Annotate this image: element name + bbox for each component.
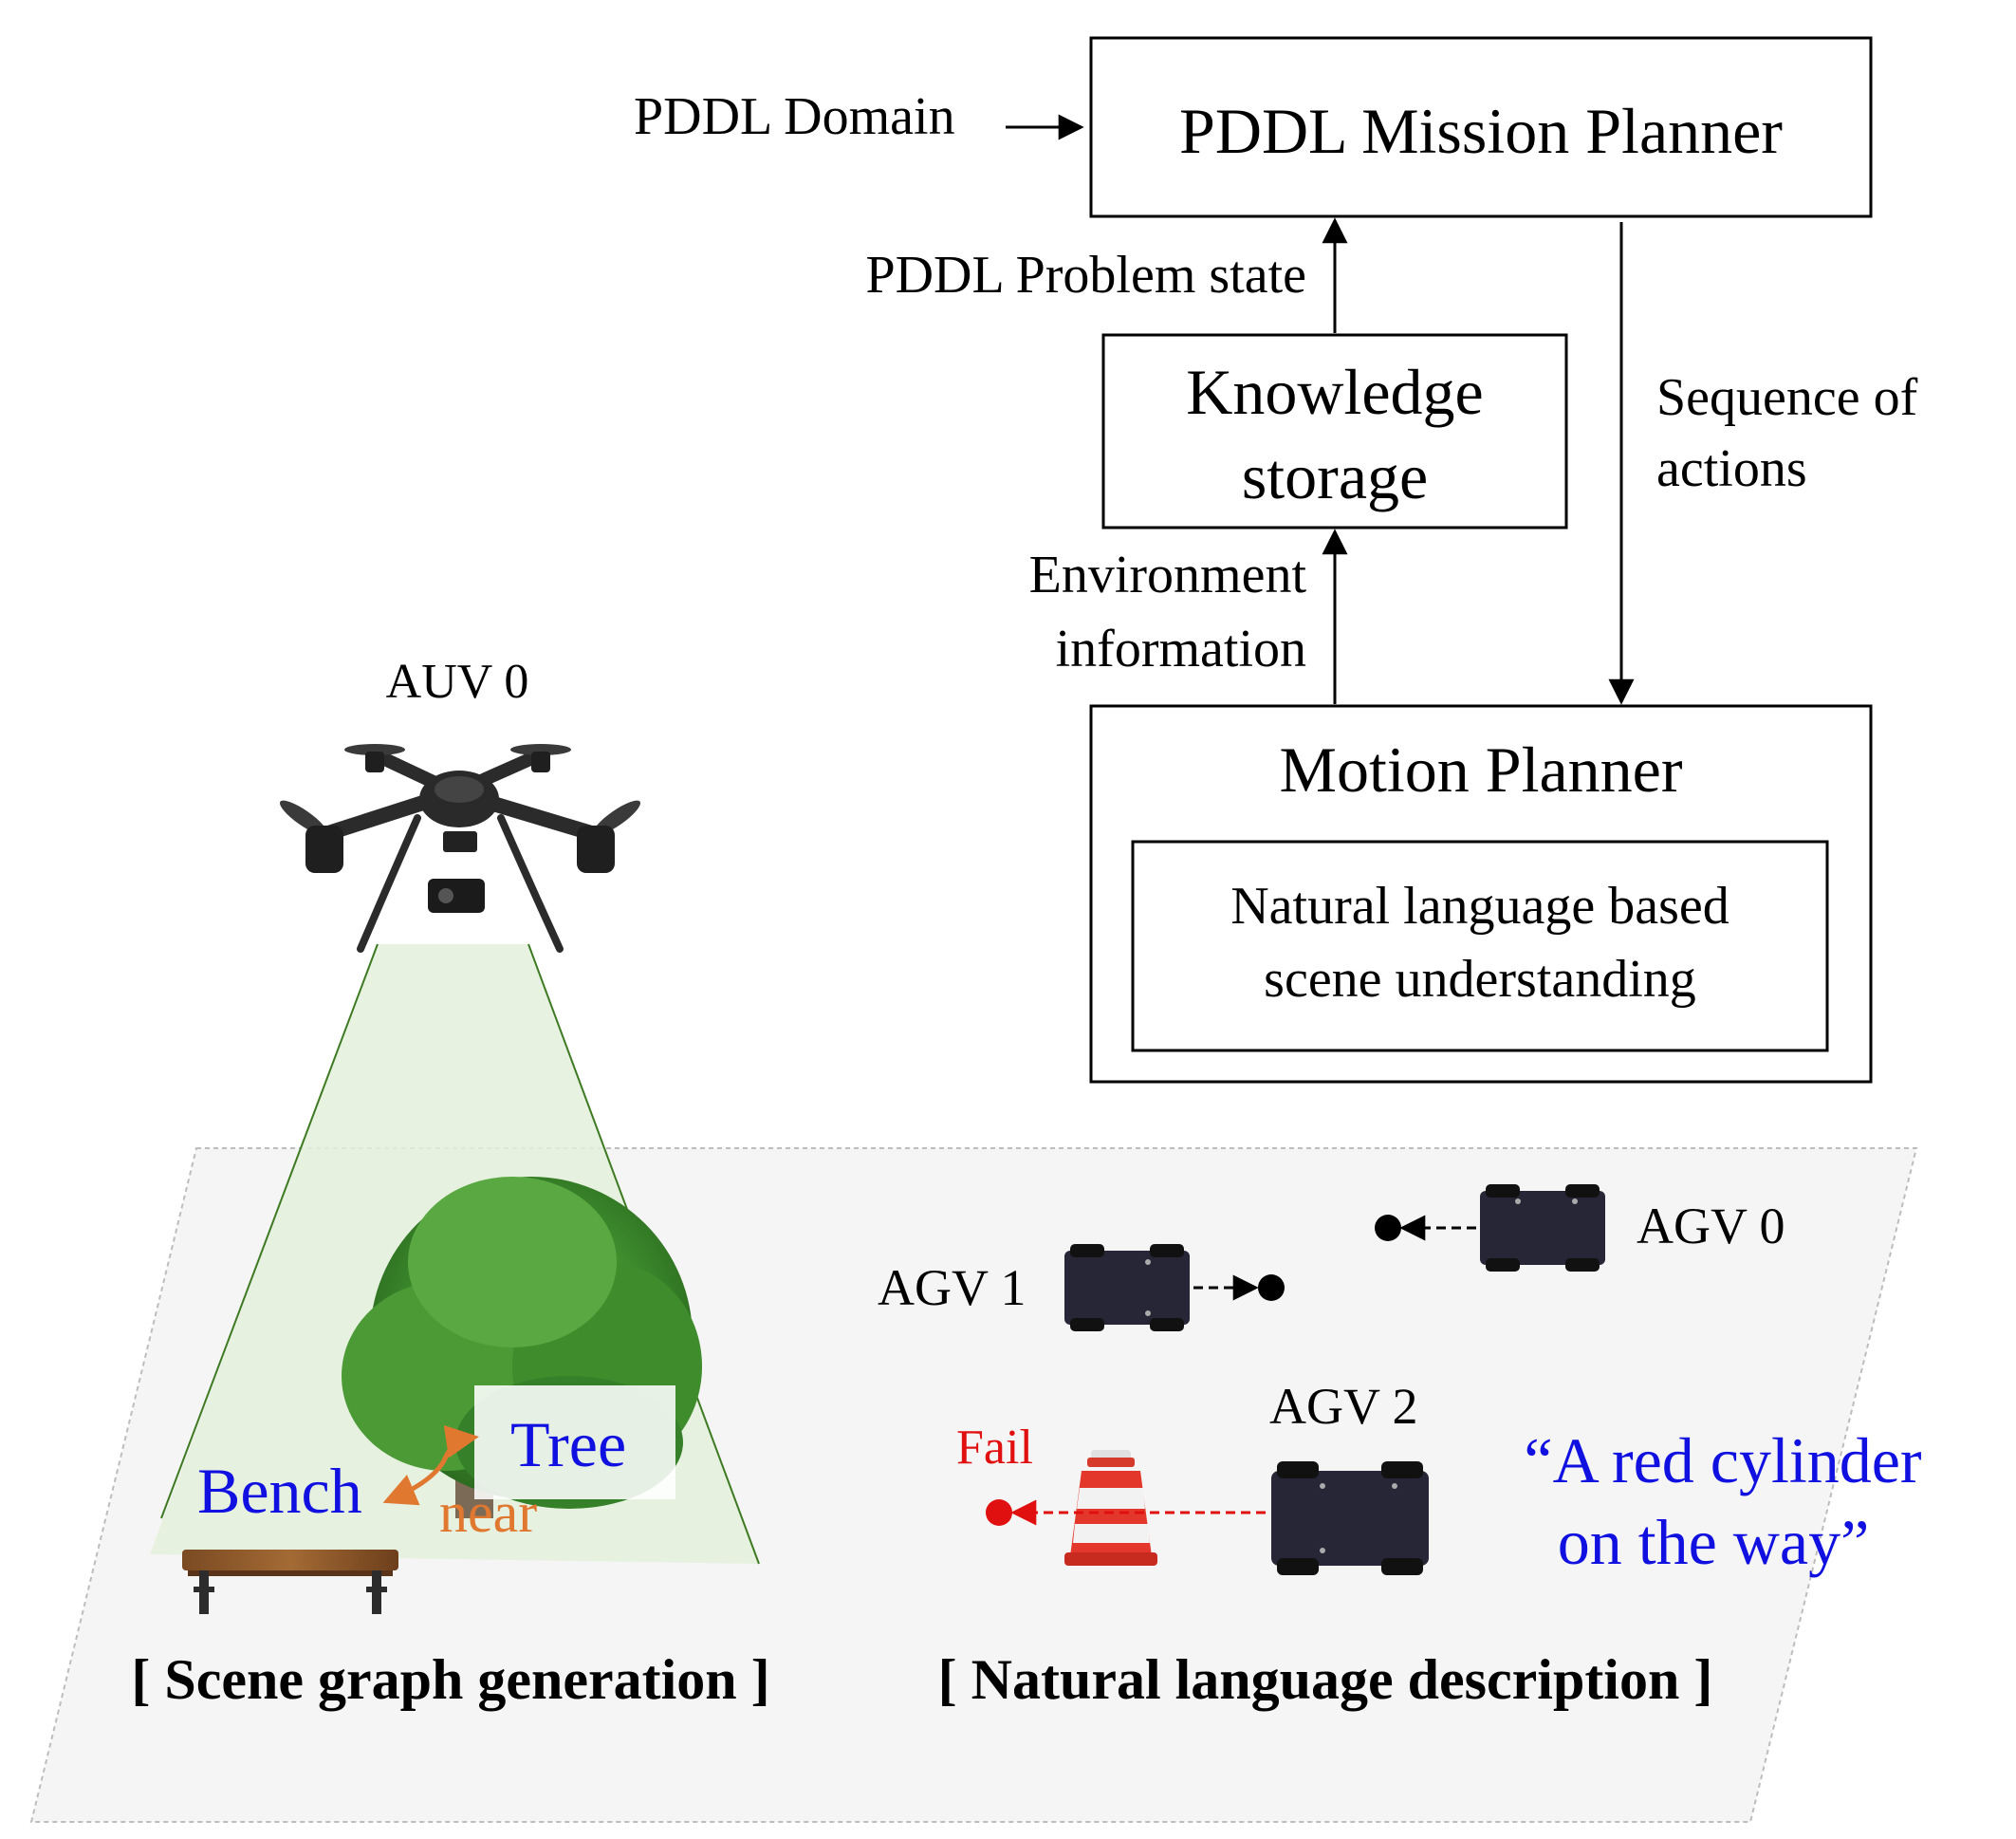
scene-understanding-line1: Natural language based <box>1230 877 1729 936</box>
agv0-goal-dot <box>1375 1215 1401 1241</box>
agv2-fail-dot <box>986 1499 1012 1526</box>
environment-info-line2: information <box>1056 620 1306 678</box>
bench-icon <box>182 1550 398 1614</box>
mission-planner-box <box>1089 36 1873 218</box>
agv0-label: AGV 0 <box>1637 1198 1785 1254</box>
problem-state-label: PDDL Problem state <box>865 246 1306 305</box>
agv1-goal-dot <box>1258 1274 1285 1301</box>
nl-description-caption: [ Natural language description ] <box>938 1648 1713 1711</box>
near-relation-arrow <box>382 1424 479 1506</box>
agv1-label: AGV 1 <box>878 1259 1026 1316</box>
mission-planner-label: PDDL Mission Planner <box>1179 95 1783 167</box>
scene-understanding-box <box>1131 840 1829 1052</box>
tree-label: Tree <box>510 1408 626 1480</box>
knowledge-storage-line2: storage <box>1242 440 1428 512</box>
agv2-icon <box>1271 1461 1429 1575</box>
auv-label: AUV 0 <box>386 655 529 709</box>
motion-planner-label: Motion Planner <box>1280 734 1683 806</box>
tree-label-background <box>474 1385 675 1499</box>
bench-label: Bench <box>197 1455 362 1527</box>
knowledge-storage-box <box>1101 333 1568 529</box>
sequence-of-actions-line2: actions <box>1656 439 1807 498</box>
near-label: near <box>439 1481 537 1544</box>
drone-icon <box>280 744 640 953</box>
scene-understanding-line2: scene understanding <box>1264 950 1696 1009</box>
knowledge-storage-line1: Knowledge <box>1186 356 1483 428</box>
agv0-icon <box>1480 1184 1605 1272</box>
environment-info-line1: Environment <box>1029 546 1307 604</box>
quote-line2: on the way” <box>1558 1506 1870 1578</box>
sequence-of-actions-line1: Sequence of <box>1656 368 1918 427</box>
scene-graph-caption: [ Scene graph generation ] <box>131 1648 769 1711</box>
pddl-domain-label: PDDL Domain <box>634 87 955 146</box>
fail-label: Fail <box>956 1421 1033 1475</box>
agv2-label: AGV 2 <box>1269 1378 1418 1435</box>
fov-left-edge <box>160 943 379 1519</box>
agv1-icon <box>1064 1244 1190 1331</box>
quote-line1: “A red cylinder <box>1524 1424 1922 1496</box>
